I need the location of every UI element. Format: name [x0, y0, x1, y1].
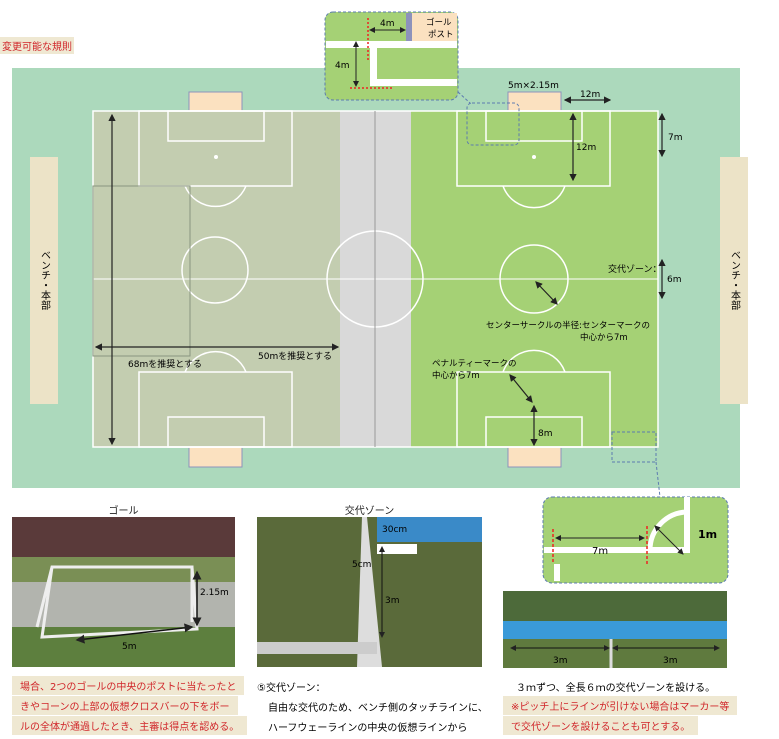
svg-text:3m: 3m	[663, 656, 678, 666]
zone-photo-title: 交代ゾーン	[344, 506, 395, 517]
goal-top-left	[188, 91, 243, 112]
width-label: 68mを推奨とする	[128, 358, 202, 370]
svg-text:3m: 3m	[385, 596, 400, 606]
goal-photo: 2.15m 5m	[12, 517, 235, 667]
dim-12m-side: 12m	[576, 143, 596, 153]
inset-top: 4m 4m ゴール ポスト	[324, 11, 459, 101]
goal-top-right	[507, 91, 562, 112]
goal-bottom-left	[188, 446, 243, 468]
col2-line1: ⑤交代ゾーン：	[257, 683, 326, 694]
svg-text:5m: 5m	[122, 642, 137, 652]
svg-text:4m: 4m	[380, 19, 395, 29]
svg-text:3m: 3m	[553, 656, 568, 666]
dim-12m-top: 12m	[580, 90, 600, 100]
svg-text:ポスト: ポスト	[428, 30, 454, 40]
svg-text:2.15m: 2.15m	[200, 588, 229, 598]
dim-8m: 8m	[538, 429, 553, 439]
zone-photo: 30cm 5cm 3m	[257, 517, 482, 667]
svg-text:ゴール: ゴール	[426, 17, 452, 28]
col1-line1: 場合、2つのゴールの中央のポストに当たったと	[12, 676, 245, 695]
col3-line1: ３ｍずつ、全長６ｍの交代ゾーンを設ける。	[516, 683, 716, 694]
center-radius-1: センターサークルの半径:センターマークの	[486, 320, 650, 331]
col3-line3: で交代ゾーンを設けることも可とする。	[503, 716, 699, 735]
col1-line3: ルの全体が通過したとき、主審は得点を認める。	[12, 716, 248, 735]
col3-line2: ※ピッチ上にラインが引けない場合はマーカー等	[503, 696, 738, 715]
goal-bottom-right	[507, 446, 562, 468]
center-radius-2: 中心から7m	[580, 332, 628, 343]
bench-left-label: ベンチ・本部	[39, 250, 51, 311]
rule-tag: 変更可能な規則	[0, 37, 74, 54]
svg-text:30cm: 30cm	[382, 525, 407, 535]
bench-left	[30, 157, 58, 404]
svg-text:7m: 7m	[592, 546, 608, 557]
col2-line3: ハーフウェーラインの中央の仮想ラインから	[268, 723, 468, 734]
penalty-2: 中心から7m	[432, 370, 480, 381]
bench-right	[720, 157, 748, 404]
svg-text:5cm: 5cm	[352, 560, 371, 570]
overlay-box	[92, 185, 191, 357]
goal-size-label: 5m×2.15m	[508, 81, 559, 91]
dim-6m: 6m	[667, 275, 682, 285]
col1-line2: きやコーンの上部の仮想クロスバーの下をボー	[12, 696, 238, 715]
dim-7m: 7m	[668, 133, 683, 143]
col2-line2: 自由な交代のため、ベンチ側のタッチラインに、	[268, 703, 488, 714]
length-label: 50mを推奨とする	[258, 350, 332, 362]
svg-text:1m: 1m	[698, 528, 717, 541]
penalty-1: ペナルティーマークの	[432, 359, 517, 369]
field-diagram: ベンチ・本部 ベンチ・本部	[12, 11, 748, 498]
svg-text:4m: 4m	[335, 61, 350, 71]
bench-right-label: ベンチ・本部	[729, 250, 741, 311]
inset-corner: 7m 1m	[542, 496, 729, 584]
goal-photo-title: ゴール	[108, 506, 139, 517]
sub-zone-label: 交代ゾーン：	[608, 263, 662, 275]
zone2-photo: 3m 3m	[503, 591, 727, 668]
